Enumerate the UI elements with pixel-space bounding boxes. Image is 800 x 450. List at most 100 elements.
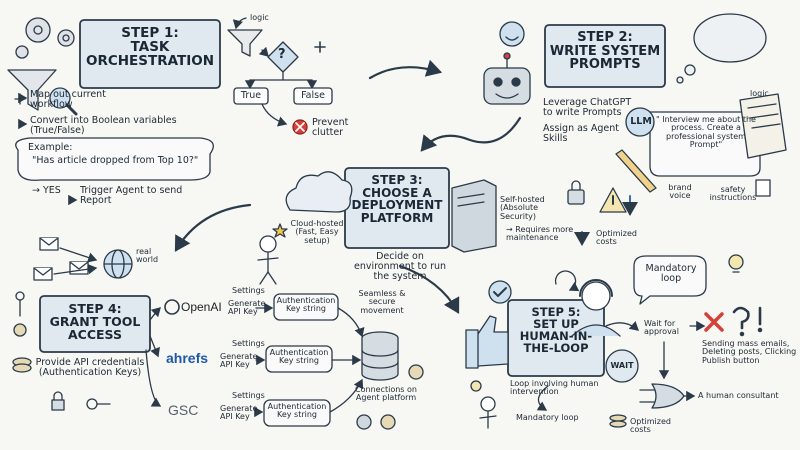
check-circle-icon bbox=[488, 280, 512, 304]
prompt-quote: " Interview me about the process. Create… bbox=[656, 115, 756, 150]
self-hosted-label: Self-hosted (Absolute Security) bbox=[500, 195, 545, 221]
envelope-icons bbox=[33, 237, 89, 281]
coin-icon bbox=[408, 364, 424, 380]
step5-title-line1: STEP 5: bbox=[531, 305, 581, 319]
gears-icon bbox=[15, 17, 75, 59]
thumbs-up-icon bbox=[465, 315, 509, 369]
step4-title-line2: GRANT TOOL bbox=[49, 314, 141, 330]
loop-involving-label: Loop involving human intervention bbox=[510, 379, 599, 397]
magnifier-icon bbox=[49, 87, 78, 116]
decision-mark: ? bbox=[278, 47, 286, 62]
thought-bubble bbox=[676, 13, 767, 84]
star-icon bbox=[272, 223, 288, 238]
step4-title: STEP 4: GRANT TOOL ACCESS bbox=[42, 301, 148, 343]
arrow-2-to-3 bbox=[420, 116, 522, 152]
auth-label-3: Authentication Key string bbox=[267, 402, 327, 420]
true-box bbox=[233, 87, 269, 105]
example-label: Example: bbox=[28, 142, 73, 153]
auth-box-1 bbox=[273, 293, 339, 321]
auth-label-1: Authentication Key string bbox=[276, 296, 336, 314]
yes-label: → YES bbox=[32, 185, 61, 196]
safety-label: safety instructions bbox=[709, 185, 757, 203]
bulb-icon bbox=[728, 254, 744, 273]
openai-logo bbox=[164, 299, 180, 315]
step5-title-line4: THE-LOOP bbox=[523, 341, 589, 356]
step2-title-line2: WRITE SYSTEM bbox=[549, 43, 661, 59]
auth-box-3 bbox=[263, 399, 331, 427]
step1-bullet1: Map out current workflow bbox=[30, 89, 106, 110]
optimized-costs-3: Optimized costs bbox=[596, 229, 637, 247]
checklist-icon bbox=[755, 179, 771, 197]
step4-box bbox=[39, 295, 151, 353]
maintenance-label: → Requires more maintenance bbox=[506, 225, 574, 243]
llm-label: LLM bbox=[630, 116, 652, 127]
settings-label-3: Settings bbox=[232, 391, 265, 400]
step5-title-line3: HUMAN-IN- bbox=[519, 329, 593, 344]
logic-gate-icon bbox=[651, 383, 685, 409]
openai-name: OpenAI bbox=[181, 300, 222, 314]
server-icon bbox=[451, 179, 497, 253]
mandatory-loop-label: Mandatory loop bbox=[516, 413, 579, 422]
step3-title-line2: CHOOSE A bbox=[362, 185, 432, 200]
llm-badge bbox=[625, 107, 655, 137]
step5-title: STEP 5: SET UP HUMAN-IN- THE-LOOP bbox=[510, 306, 602, 354]
cloud-icon bbox=[285, 171, 353, 213]
consultant-label: A human consultant bbox=[698, 391, 779, 400]
generate-label-2: Generate API Key bbox=[220, 352, 258, 370]
step1-bullet2: Convert into Boolean variables (True/Fal… bbox=[30, 115, 177, 136]
step2-bullet1: Leverage ChatGPT to write Prompts bbox=[543, 97, 632, 118]
generate-label-1: Generate API Key bbox=[228, 299, 266, 317]
wait-tag bbox=[605, 349, 639, 383]
step1-title-line2: TASK bbox=[130, 39, 170, 56]
step3-title-line1: STEP 3: bbox=[371, 173, 423, 187]
step2-title: STEP 2: WRITE SYSTEM PROMPTS bbox=[547, 31, 663, 72]
generate-label-3: Generate API Key bbox=[220, 404, 258, 422]
arrow-1-to-2 bbox=[368, 59, 443, 80]
logic-label: logic bbox=[250, 13, 269, 22]
step4-title-line3: ACCESS bbox=[67, 327, 122, 343]
step3-title: STEP 3: CHOOSE A DEPLOYMENT PLATFORM bbox=[347, 174, 447, 224]
step1-title-line1: STEP 1: bbox=[121, 25, 179, 41]
wait-tag-label: WAIT bbox=[610, 361, 634, 370]
globe-icon bbox=[103, 249, 133, 279]
wait-for-label: Wait for approval bbox=[644, 319, 679, 337]
real-world-label: real world bbox=[136, 247, 159, 265]
examples-label: Sending mass emails, Deleting posts, Cli… bbox=[702, 339, 797, 365]
stickman-icon bbox=[257, 235, 279, 285]
red-x-icon bbox=[704, 312, 724, 332]
settings-label-2: Settings bbox=[232, 339, 265, 348]
provide-label: Provide API credentials (Authentication … bbox=[35, 357, 145, 378]
step4-title-line1: STEP 4: bbox=[68, 301, 122, 316]
step3-title-line4: PLATFORM bbox=[360, 210, 434, 225]
example-quote: "Has article dropped from Top 10?" bbox=[32, 155, 199, 166]
seamless-label: Seamless & secure movement bbox=[358, 289, 406, 315]
step1-box bbox=[79, 19, 221, 89]
funnel-icon bbox=[7, 69, 57, 111]
stickman-5-icon bbox=[479, 396, 497, 429]
arrow-3-to-5 bbox=[398, 264, 460, 314]
lock-icon bbox=[567, 180, 585, 205]
ahrefs-name: ahrefs bbox=[166, 350, 209, 366]
mandatory-bubble bbox=[633, 255, 707, 305]
step1-title-line3: ORCHESTRATION bbox=[85, 53, 215, 70]
brand-voice-label: brand voice bbox=[668, 183, 692, 201]
example-bubble bbox=[15, 137, 214, 181]
arrow-3-to-4 bbox=[174, 203, 252, 252]
settings-label-1: Settings bbox=[232, 286, 265, 295]
trigger-label: Trigger Agent to send Report bbox=[80, 185, 183, 206]
step2-title-line3: PROMPTS bbox=[569, 57, 641, 73]
mandatory-bubble-label: Mandatory loop bbox=[645, 263, 697, 284]
question-icon bbox=[732, 306, 750, 330]
decide-label: Decide on environment to run the system bbox=[353, 251, 447, 282]
key-icons bbox=[12, 291, 111, 411]
logic-funnel-icon bbox=[227, 29, 263, 57]
sync-icon bbox=[554, 270, 580, 292]
false-label: False bbox=[301, 90, 325, 101]
smiley-icon bbox=[499, 21, 525, 47]
coins-5-icon bbox=[609, 414, 627, 422]
logic-label-2: logic bbox=[750, 89, 769, 98]
pencil-icon bbox=[615, 149, 657, 193]
bulb-5-icon bbox=[470, 380, 482, 392]
